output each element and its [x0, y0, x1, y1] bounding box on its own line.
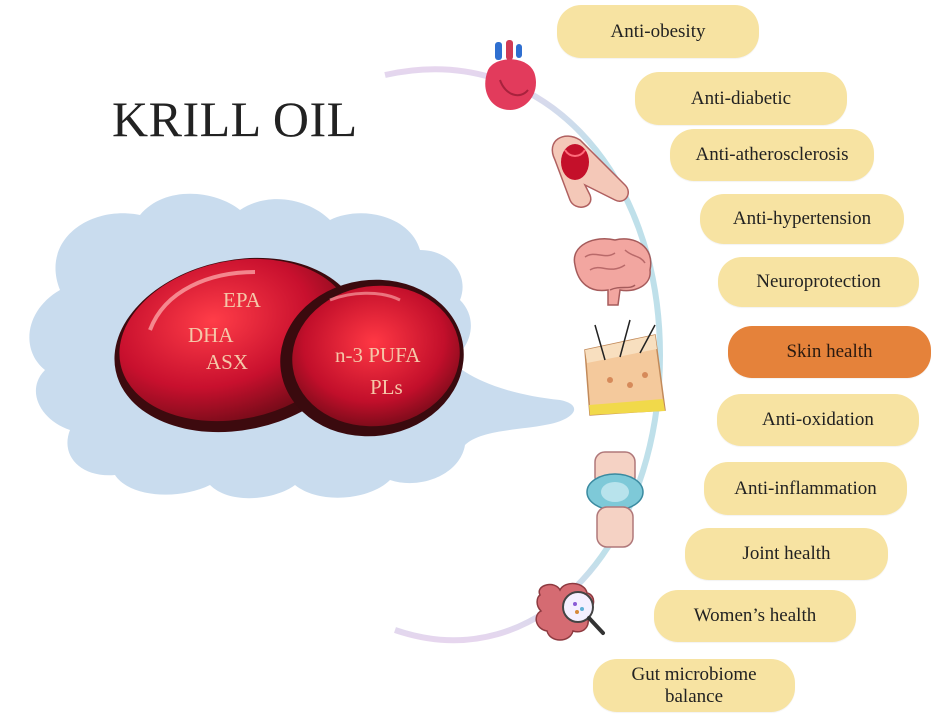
benefit-neuroprotection: Neuroprotection [718, 257, 919, 307]
brain-icon [573, 238, 652, 306]
capsule-right-line-1: n-3 PUFA [335, 343, 421, 367]
benefit-womens-health: Women’s health [654, 590, 856, 642]
blood-vessel-icon [551, 135, 629, 208]
benefit-anti-hypertension: Anti-hypertension [700, 194, 904, 244]
benefit-gut-line-1: Gut microbiome [631, 663, 757, 685]
benefit-skin-health: Skin health [728, 326, 931, 378]
benefit-gut-microbiome-balance: Gut microbiome balance [593, 659, 795, 712]
benefit-anti-inflammation: Anti-inflammation [704, 462, 907, 515]
knee-joint-icon [586, 451, 644, 548]
heart-icon [485, 40, 536, 110]
capsule-right [280, 279, 464, 437]
capsule-left-line-3: ASX [206, 350, 249, 374]
benefit-anti-obesity: Anti-obesity [557, 5, 759, 58]
benefit-anti-oxidation: Anti-oxidation [717, 394, 919, 446]
benefit-anti-atherosclerosis: Anti-atherosclerosis [670, 129, 874, 181]
benefit-joint-health: Joint health [685, 528, 888, 580]
capsule-left-line-1: EPA [223, 288, 261, 312]
benefit-anti-diabetic: Anti-diabetic [635, 72, 847, 125]
intestine-icon [535, 582, 605, 641]
benefit-gut-line-2: balance [664, 685, 723, 707]
capsule-right-line-2: PLs [370, 375, 403, 399]
capsule-left-line-2: DHA [188, 323, 234, 347]
page-title: KRILL OIL [112, 91, 358, 147]
skin-icon [584, 319, 666, 416]
